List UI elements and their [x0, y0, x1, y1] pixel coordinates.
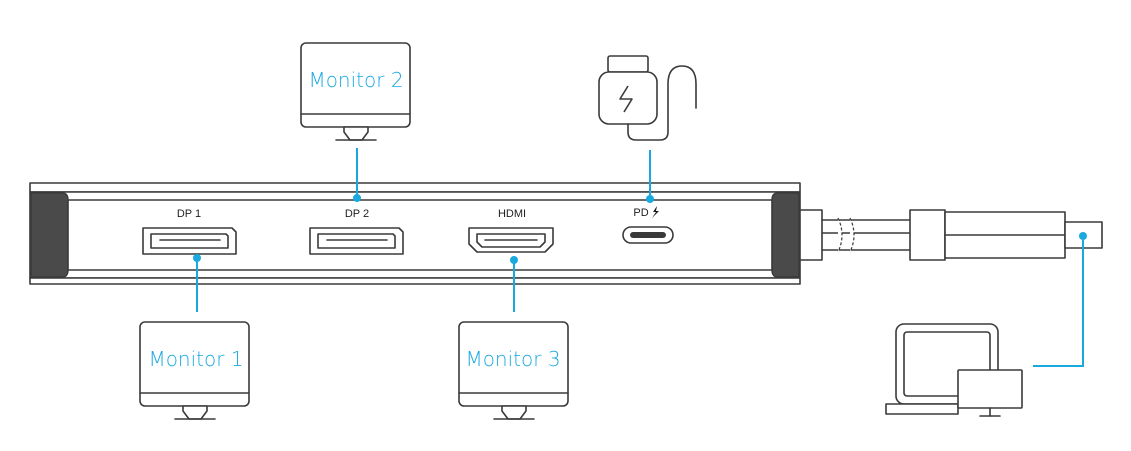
- monitor-2-label: Monitor 2: [308, 68, 403, 92]
- usb-c-charger-icon: [598, 55, 697, 141]
- usb-hub: [29, 182, 801, 285]
- monitor-1: Monitor 1: [139, 321, 250, 420]
- dp2-port: [309, 227, 404, 255]
- hdmi-port-label: HDMI: [498, 208, 526, 220]
- monitor-3-label: Monitor 3: [465, 347, 560, 371]
- monitor-1-label: Monitor 1: [148, 347, 243, 371]
- desktop-computer-icon: [885, 323, 1023, 417]
- monitor-2: Monitor 2: [300, 42, 411, 141]
- connection-lines: [193, 148, 1087, 367]
- usb-plug-connection-dot: [1079, 232, 1087, 240]
- dp2-connection-dot: [353, 194, 361, 202]
- hdmi-port: [468, 227, 554, 253]
- lightning-bolt-icon: [652, 206, 659, 218]
- pd-connection-dot: [646, 195, 654, 203]
- dp2-port-label: DP 2: [345, 208, 369, 220]
- monitor-3: Monitor 3: [458, 321, 569, 420]
- pd-usb-c-port: [622, 226, 674, 244]
- pd-port-label: PD: [633, 207, 648, 219]
- hdmi-connection-dot: [510, 256, 518, 264]
- dp1-port: [142, 227, 237, 255]
- dp1-port-label: DP 1: [177, 208, 201, 220]
- dp1-connection-dot: [193, 254, 201, 262]
- hub-cable: [799, 209, 1103, 261]
- usb-to-computer-line: [1033, 240, 1084, 367]
